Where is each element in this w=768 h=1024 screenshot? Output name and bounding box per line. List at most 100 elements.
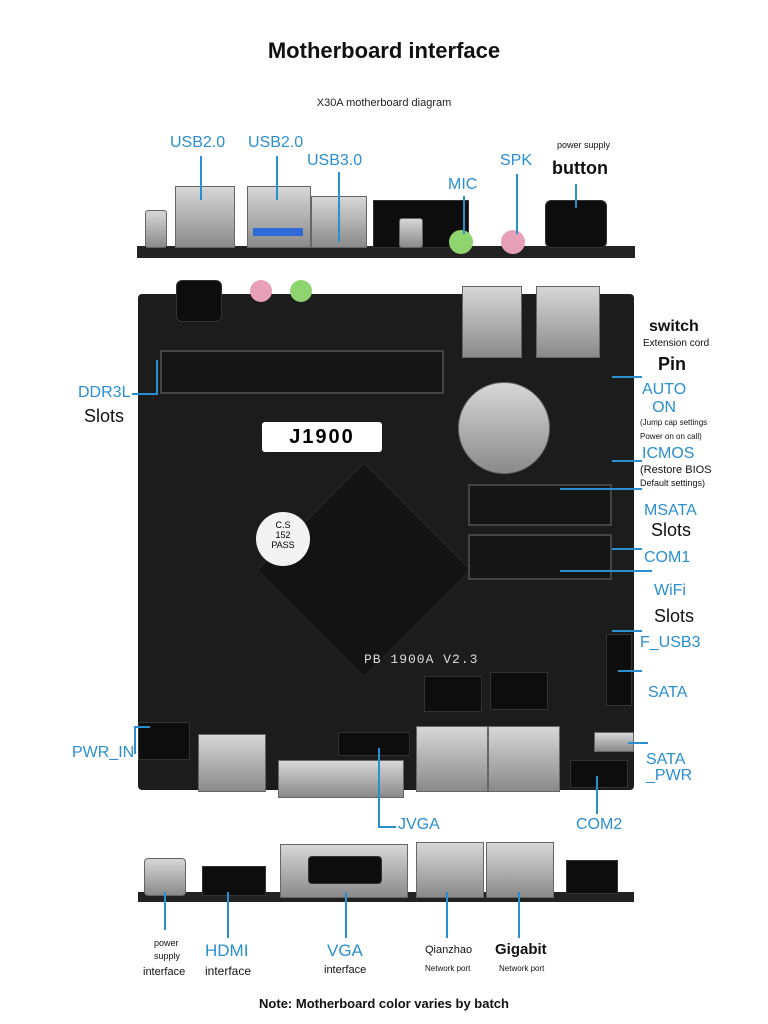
board-usb-stack-b [536, 286, 600, 358]
page-subtitle: X30A motherboard diagram [316, 97, 452, 109]
lan-port-a [416, 726, 488, 792]
header-bottom [566, 860, 618, 894]
lan-chip-b [490, 672, 548, 710]
qc-line-1: C.S [275, 520, 291, 530]
label-com2: COM2 [576, 816, 623, 833]
usb30-blue-tongue [253, 228, 303, 236]
ddr3l-slot [160, 350, 444, 394]
line-f-usb3 [612, 630, 642, 632]
label-sata: SATA [648, 684, 688, 701]
label-usb20-b: USB2.0 [248, 134, 304, 151]
label-vga: VGA [327, 941, 363, 960]
line-icmos [612, 460, 642, 462]
line-com1 [612, 548, 642, 550]
label-network-port-2: Network port [499, 964, 545, 973]
hdmi-port [202, 866, 266, 896]
line-com2 [596, 776, 598, 814]
label-network-port-1: Network port [425, 964, 471, 973]
label-ddr3l-slots: Slots [84, 406, 125, 426]
page-title: Motherboard interface [267, 38, 501, 63]
board-mic-jack [290, 280, 312, 302]
label-auto-on: AUTO ON [642, 381, 687, 416]
line-power-bottom [164, 892, 166, 930]
line-usb20-a [200, 156, 202, 200]
line-hdmi-bottom [227, 892, 229, 938]
label-spk: SPK [500, 152, 533, 169]
label-extension-cord: Extension cord [643, 338, 710, 349]
wifi-slot [468, 534, 612, 580]
label-mic: MIC [448, 176, 478, 193]
qc-line-2: 152 [275, 530, 291, 540]
line-qianzhao-bottom [446, 892, 448, 938]
lan-port-qianzhao [416, 842, 484, 898]
label-button: button [552, 158, 608, 178]
audio-jack-block [176, 280, 222, 322]
label-ddr3l: DDR3L [78, 384, 131, 401]
label-hdmi: HDMI [205, 941, 249, 960]
label-vga-interface: interface [324, 964, 367, 976]
board-spk-jack [250, 280, 272, 302]
line-sata [618, 670, 642, 672]
vga-bracket [278, 760, 404, 798]
line-gigabit-bottom [518, 892, 520, 938]
line-pwr-in [134, 726, 136, 754]
label-msata-slots: Slots [651, 520, 692, 540]
qc-sticker: C.S 152 PASS [256, 512, 310, 566]
label-pin: Pin [658, 354, 687, 374]
label-hdmi-interface: interface [205, 964, 252, 978]
line-msata [560, 488, 642, 490]
cpu-area [256, 462, 472, 678]
label-power-1: power [154, 938, 179, 948]
label-com1: COM1 [644, 549, 691, 566]
label-jump-cap: (Jump cap settings [640, 418, 708, 427]
label-wifi-slots: Slots [654, 606, 695, 626]
lan-port-gigabit [486, 842, 554, 898]
label-icmos: ICMOS [642, 445, 695, 462]
cmos-battery [458, 382, 550, 474]
label-switch: switch [649, 318, 699, 335]
label-f-usb3: F_USB3 [640, 634, 701, 651]
label-wifi: WiFi [654, 582, 686, 599]
com2-header [570, 760, 628, 788]
label-pwr-in: PWR_IN [72, 744, 135, 761]
line-usb20-b [276, 156, 278, 200]
label-sata-pwr: SATA _PWR [646, 751, 693, 784]
capacitor-top-2 [399, 218, 423, 248]
board-usb-stack-a [462, 286, 522, 358]
label-power-interface: interface [143, 966, 186, 978]
model-silkscreen: PB 1900A V2.3 [364, 652, 479, 667]
mic-jack [449, 230, 473, 254]
line-mic [463, 196, 465, 234]
usb20-port-a [175, 186, 235, 248]
label-jvga: JVGA [398, 816, 440, 833]
label-restore-bios: (Restore BIOS [640, 464, 712, 476]
dc-jack [144, 858, 186, 896]
jvga-header [338, 732, 410, 756]
vga-port-inner [308, 856, 382, 884]
lan-port-b [488, 726, 560, 792]
label-msata: MSATA [644, 502, 697, 519]
line-vga-bottom [345, 892, 347, 938]
line-button [575, 184, 577, 208]
line-jvga [378, 748, 380, 826]
hdmi-block [198, 734, 266, 792]
line-ddr3l [132, 393, 158, 395]
line-spk [516, 174, 518, 234]
line-wifi [560, 570, 652, 572]
label-power-on-call: Power on on call) [640, 432, 702, 441]
bottom-io-view [138, 838, 634, 904]
lan-chip-a [424, 676, 482, 712]
label-gigabit: Gigabit [495, 941, 547, 958]
msata-slot [468, 484, 612, 526]
label-usb20-a: USB2.0 [170, 134, 226, 151]
label-usb30: USB3.0 [307, 152, 363, 169]
line-sata-pwr [628, 742, 648, 744]
pwr-in-connector [138, 722, 190, 760]
label-default-settings: Default settings) [640, 478, 706, 488]
cpu-label: J1900 [262, 422, 382, 452]
qc-line-3: PASS [271, 540, 295, 550]
label-power-supply-top: power supply [557, 140, 611, 150]
motherboard: J1900 C.S 152 PASS PB 1900A V2.3 [138, 280, 634, 798]
line-pwr-in-h [134, 726, 150, 728]
capacitor-top [145, 210, 167, 248]
